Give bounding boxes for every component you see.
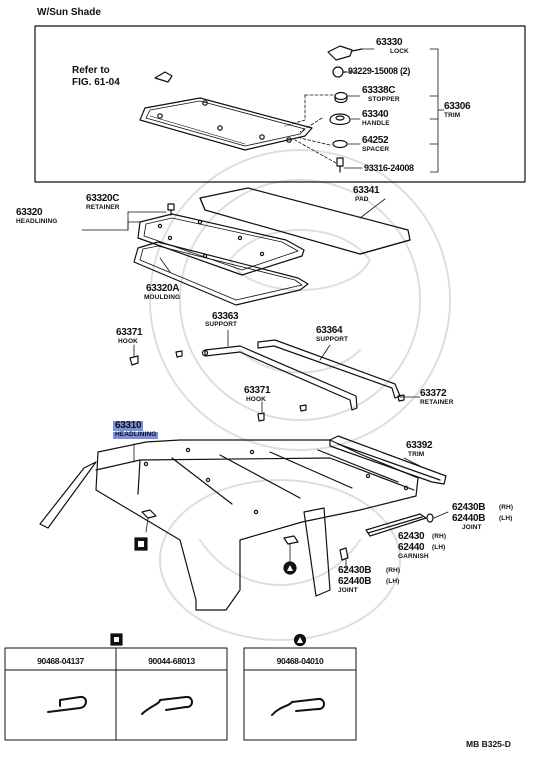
hook-part-2 (175, 350, 183, 358)
part-number-93316-24008[interactable]: 93316-24008 (364, 163, 414, 173)
sunshade-panel (139, 97, 313, 151)
fastener-table-triangle (243, 647, 357, 741)
part-number-62440b-lower[interactable]: 62440B (338, 576, 372, 587)
headlining-main-part (39, 439, 419, 611)
fastener-number-90468-04137[interactable]: 90468-04137 (37, 656, 84, 666)
part-name-joint-upper: JOINT (462, 524, 482, 531)
part-name-trim-side: TRIM (408, 451, 425, 458)
refer-hook-part (154, 71, 173, 83)
clip-part-triangle (283, 535, 299, 545)
refer-to-label-line1: Refer to (72, 65, 110, 76)
square-symbol-marker (134, 537, 148, 551)
clip-part-square (141, 509, 157, 519)
square-symbol-header (110, 633, 123, 646)
part-number-63392[interactable]: 63392 (406, 440, 433, 451)
diagram-code: MB B325-D (466, 739, 511, 749)
joint-upper-part (426, 513, 434, 523)
part-number-63320[interactable]: 63320 (16, 207, 43, 218)
support-63364-part (257, 339, 401, 399)
support-63363-part (201, 345, 358, 411)
moulding-part (133, 241, 309, 306)
part-number-63320a[interactable]: 63320A (146, 283, 180, 294)
part-number-63330[interactable]: 63330 (376, 37, 403, 48)
part-number-63372[interactable]: 63372 (420, 388, 447, 399)
suffix-lh-upper: (LH) (499, 515, 513, 522)
part-name-support-2: SUPPORT (316, 336, 349, 343)
triangle-symbol-marker (283, 561, 297, 575)
sunshade-frame (34, 25, 526, 183)
fastener-glyph-2 (141, 695, 193, 715)
part-name-retainer: RETAINER (86, 204, 120, 211)
joint-lower-part (339, 547, 349, 561)
part-number-63340[interactable]: 63340 (362, 109, 389, 120)
suffix-lh-garnish: (LH) (432, 544, 446, 551)
part-number-63310[interactable]: 63310 (113, 420, 144, 431)
part-number-63306[interactable]: 63306 (444, 101, 471, 112)
part-number-63371-a[interactable]: 63371 (116, 327, 143, 338)
part-name-joint-lower: JOINT (338, 587, 358, 594)
part-name-spacer: SPACER (362, 146, 390, 153)
part-number-62440[interactable]: 62440 (398, 542, 425, 553)
part-name-hook-1: HOOK (118, 338, 138, 345)
part-name-stopper: STOPPER (368, 96, 400, 103)
garnish-part (365, 513, 427, 537)
part-number-63341[interactable]: 63341 (353, 185, 380, 196)
part-name-retainer-2: RETAINER (420, 399, 454, 406)
part-name-handle: HANDLE (362, 120, 390, 127)
bolt-part (336, 157, 344, 167)
pad-part (199, 187, 411, 255)
suffix-rh-upper: (RH) (499, 504, 514, 511)
suffix-rh-garnish: (RH) (432, 533, 447, 540)
part-number-62430b-upper[interactable]: 62430B (452, 502, 486, 513)
part-number-64252[interactable]: 64252 (362, 135, 389, 146)
part-number-63363[interactable]: 63363 (212, 311, 239, 322)
part-number-93229-15008[interactable]: 93229-15008 (2) (348, 66, 411, 76)
part-name-hook-2: HOOK (246, 396, 266, 403)
part-name-support-1: SUPPORT (205, 321, 238, 328)
part-number-62430[interactable]: 62430 (398, 531, 425, 542)
part-name-trim: TRIM (444, 112, 461, 119)
fastener-glyph-3 (271, 697, 325, 716)
retainer-63372-part (397, 394, 405, 402)
screw-part (332, 66, 344, 78)
headlining-63320-part (137, 213, 305, 276)
spacer-part (332, 139, 348, 149)
refer-to-label-line2[interactable]: FIG. 61-04 (72, 77, 120, 88)
hook-part-4 (257, 412, 265, 422)
lock-part (327, 45, 353, 61)
suffix-rh-lower: (RH) (386, 567, 401, 574)
part-name-headlining-a: HEADLINING (16, 218, 58, 225)
triangle-symbol-header (293, 633, 307, 647)
hook-part-3 (299, 404, 307, 412)
part-name-garnish: GARNISH (398, 553, 429, 560)
part-number-63371-b[interactable]: 63371 (244, 385, 271, 396)
part-name-lock: LOCK (390, 48, 409, 55)
fastener-number-90468-04010[interactable]: 90468-04010 (276, 656, 324, 666)
part-number-63338c[interactable]: 63338C (362, 85, 396, 96)
section-title: W/Sun Shade (37, 7, 101, 18)
stopper-part (334, 91, 348, 101)
fastener-number-90044-68013[interactable]: 90044-68013 (148, 656, 195, 666)
fastener-glyph-1 (47, 695, 87, 713)
trim-63392-part (329, 435, 447, 485)
suffix-lh-lower: (LH) (386, 578, 400, 585)
fastener-table-square (4, 647, 228, 741)
part-number-62430b-lower[interactable]: 62430B (338, 565, 372, 576)
watermark-emblem (149, 149, 451, 641)
part-name-headlining-main: HEADLINING (113, 431, 159, 439)
part-name-pad: PAD (355, 196, 369, 203)
part-name-moulding: MOULDING (144, 294, 181, 301)
retainer-63320c-part (167, 203, 175, 211)
part-number-63320c[interactable]: 63320C (86, 193, 120, 204)
handle-part (329, 113, 351, 126)
part-number-62440b-upper[interactable]: 62440B (452, 513, 486, 524)
part-number-63364[interactable]: 63364 (316, 325, 343, 336)
hook-part-1 (129, 355, 139, 366)
